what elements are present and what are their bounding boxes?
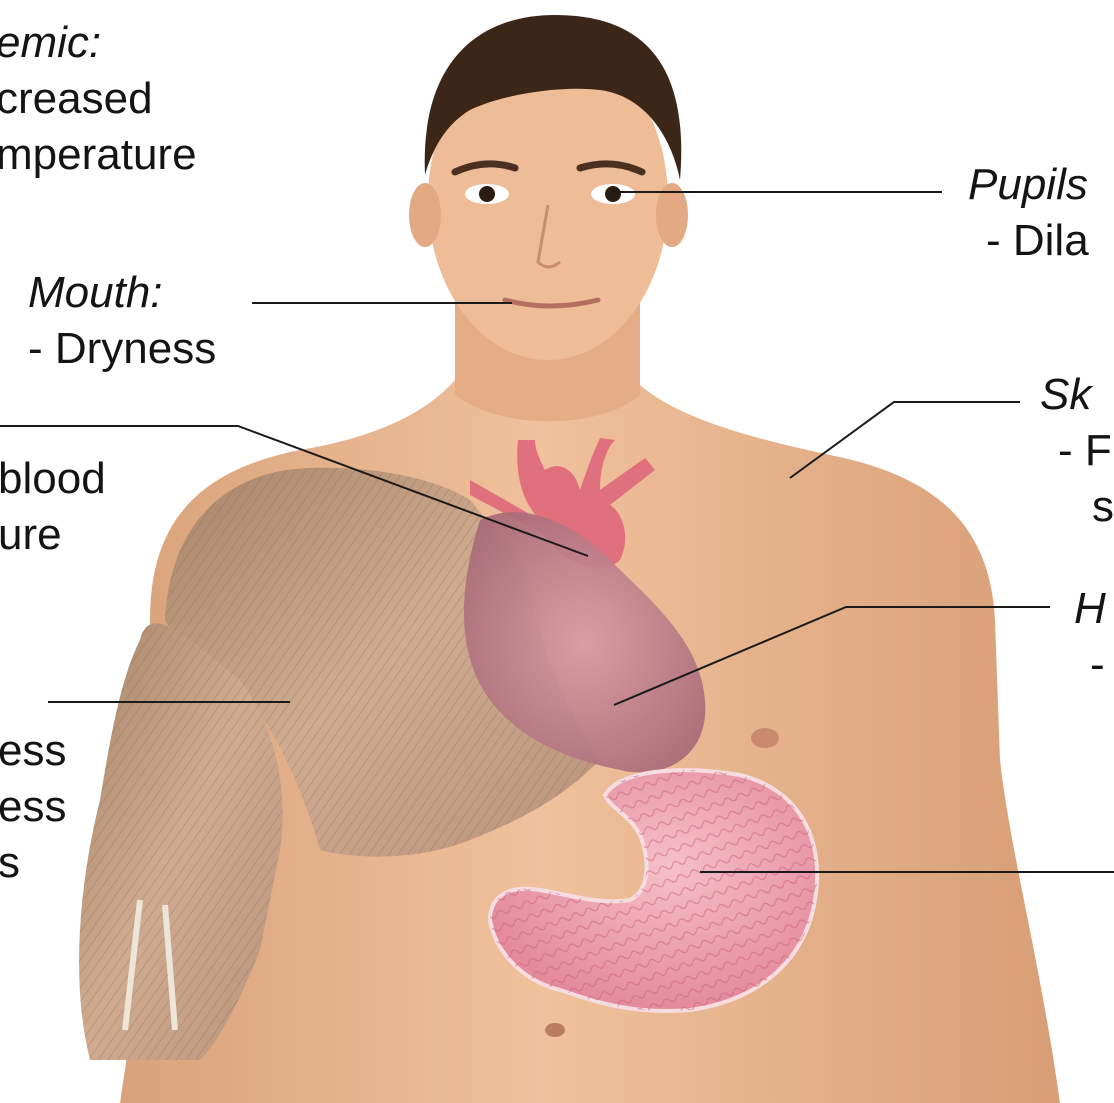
label-heart-line1: - [1090, 636, 1105, 694]
label-systemic-line2: mperature [0, 126, 197, 184]
label-skin-title: Sk [1040, 366, 1091, 424]
label-heart-title: H [1074, 580, 1106, 638]
label-systemic-line1: creased [0, 70, 153, 128]
label-muscles-line3: s [0, 834, 20, 892]
label-pupils-line1: - Dila [986, 212, 1089, 270]
label-pupils-title: Pupils [968, 156, 1088, 214]
left-pupil [479, 186, 495, 202]
nipple [751, 728, 779, 748]
left-ear [409, 183, 441, 247]
right-pupil [605, 186, 621, 202]
label-mouth-line1: - Dryness [28, 320, 216, 378]
label-blood-line1: blood [0, 450, 106, 508]
label-mouth-title: Mouth: [28, 264, 163, 322]
navel [545, 1023, 565, 1037]
label-blood-line2: ure [0, 506, 62, 564]
label-muscles-line2: ess [0, 778, 66, 836]
label-skin-line2: s [1092, 478, 1114, 536]
label-muscles-line1: ess [0, 722, 66, 780]
label-skin-line1: - F [1058, 422, 1112, 480]
label-systemic-title: emic: [0, 14, 101, 72]
